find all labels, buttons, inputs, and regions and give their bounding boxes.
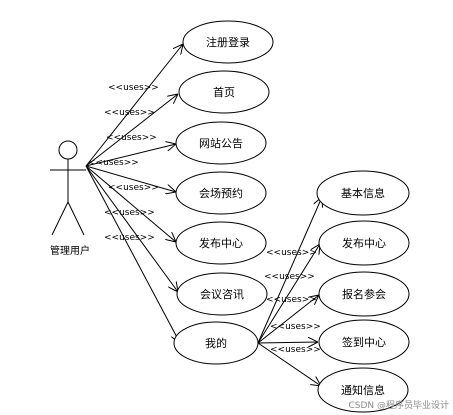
use-case-home[interactable]: 首页 (178, 70, 270, 114)
use-case-label: 首页 (213, 85, 235, 99)
stereotype-label: <<uses>> (104, 233, 155, 243)
use-case-label: 发布中心 (199, 236, 243, 250)
use-case-check-in[interactable]: 签到中心 (318, 319, 410, 365)
use-case-ellipse (182, 20, 274, 64)
association-register (85, 44, 183, 167)
stereotype-label: <<uses>> (104, 208, 155, 218)
use-case-label: 会议咨讯 (200, 287, 244, 301)
use-case-ellipse (318, 319, 410, 365)
use-case-label: 注册登录 (206, 35, 250, 49)
association-publish (85, 165, 176, 242)
use-case-notification[interactable]: 通知信息 (317, 367, 409, 413)
use-case-ellipse (178, 70, 270, 114)
actor-stereotypes: <<uses>> <<uses>> <<uses>> <<uses>> <<us… (88, 83, 159, 243)
use-case-ellipse (316, 170, 410, 216)
use-case-registration[interactable]: 报名参会 (318, 271, 410, 317)
use-case-basic-info[interactable]: 基本信息 (316, 170, 410, 216)
association-registration (257, 295, 319, 344)
use-case-label: 发布中心 (342, 236, 386, 250)
use-case-sub-publish-center[interactable]: 发布中心 (318, 220, 410, 266)
stereotype-label: <<uses>> (266, 248, 317, 258)
association-sub-publish (257, 244, 320, 344)
use-case-ellipse (175, 171, 267, 215)
sub-stereotypes: <<uses>> <<uses>> <<uses>> <<uses>> <<us… (264, 248, 321, 355)
actor-label: 管理用户 (50, 244, 90, 257)
use-case-ellipse (176, 272, 268, 316)
actor-head (58, 140, 78, 160)
stereotype-label: <<uses>> (104, 108, 155, 118)
association-home (85, 94, 178, 167)
use-case-announcement[interactable]: 网站公告 (175, 121, 267, 165)
use-case-ellipse (318, 220, 410, 266)
association-mine (85, 165, 180, 343)
use-case-label: 我的 (205, 336, 227, 350)
use-case-ellipse (175, 121, 267, 165)
use-case-label: 会场预约 (199, 186, 243, 200)
use-case-meeting-news[interactable]: 会议咨讯 (176, 272, 268, 316)
stereotype-label: <<uses>> (88, 158, 139, 168)
sub-associations (257, 197, 322, 386)
stereotype-label: <<uses>> (270, 322, 321, 332)
stereotype-label: <<uses>> (270, 345, 321, 355)
association-venue-booking (85, 165, 176, 192)
stereotype-label: <<uses>> (108, 183, 159, 193)
use-case-ellipse (318, 271, 410, 317)
use-case-mine[interactable]: 我的 (173, 321, 259, 365)
association-news (85, 165, 178, 292)
use-case-label: 通知信息 (341, 383, 385, 397)
stereotype-label: <<uses>> (108, 83, 159, 93)
association-announcement (85, 144, 176, 167)
association-check-in (257, 342, 318, 343)
use-case-label: 报名参会 (342, 287, 386, 301)
actor-leg-right (67, 201, 85, 236)
actor-leg-left (51, 201, 69, 236)
use-case-ellipse (175, 221, 267, 265)
use-case-register[interactable]: 注册登录 (182, 20, 274, 64)
use-case-label: 网站公告 (199, 136, 243, 150)
use-case-ellipse (317, 367, 409, 413)
stereotype-label: <<uses>> (266, 295, 317, 305)
association-basic-info (257, 197, 322, 344)
stereotype-label: <<uses>> (264, 272, 315, 282)
use-case-publish-center[interactable]: 发布中心 (175, 221, 267, 265)
actor-associations (85, 44, 183, 343)
actor-stick-figure (50, 140, 86, 236)
association-notification (257, 342, 321, 386)
stereotype-label: <<uses>> (106, 133, 157, 143)
use-case-label: 签到中心 (342, 335, 386, 349)
use-case-venue-booking[interactable]: 会场预约 (175, 171, 267, 215)
watermark: CSDN @程序员毕业设计 (348, 399, 449, 411)
use-case-label: 基本信息 (341, 186, 385, 200)
